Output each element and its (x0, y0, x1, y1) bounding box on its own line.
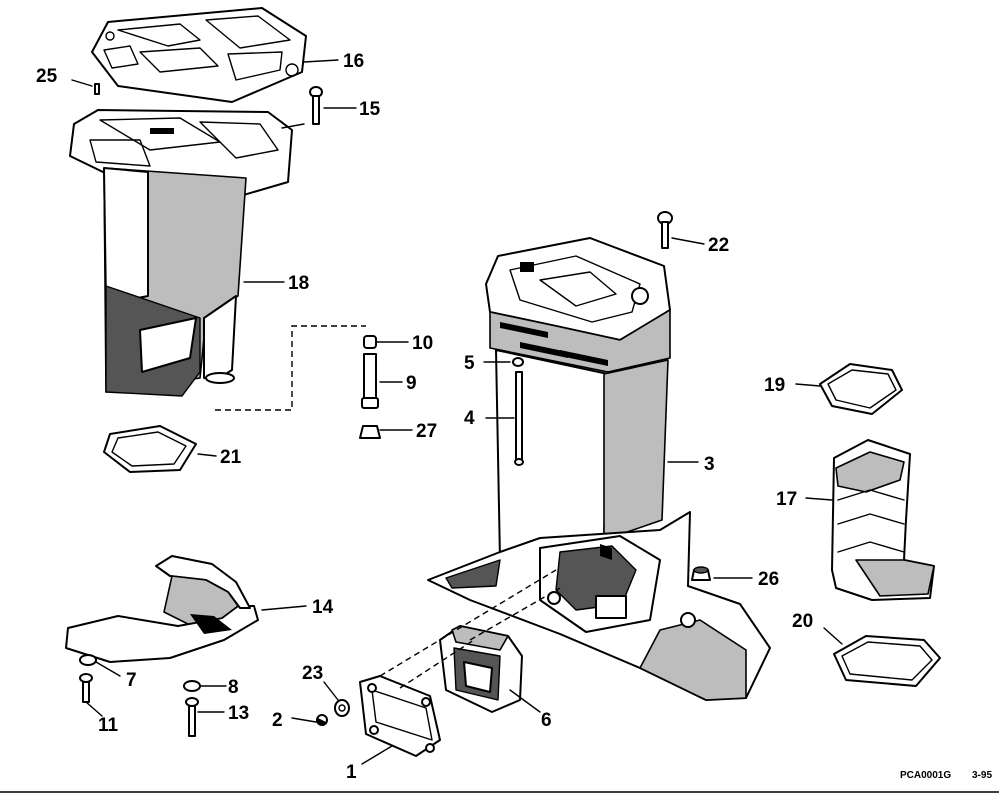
callout-16: 16 (343, 51, 364, 72)
part-5-washer (512, 357, 524, 367)
callout-6: 6 (541, 710, 552, 731)
part-19-gasket (819, 363, 903, 415)
assembly-guide-line (469, 587, 561, 641)
callout-14: 14 (312, 597, 334, 618)
part-25-dowel-pin (94, 83, 100, 95)
assembly-guide-line (379, 569, 557, 677)
part-27-grommet (359, 425, 381, 439)
part-26-plug (691, 566, 711, 581)
callout-2: 2 (272, 710, 283, 731)
part-4-stud (514, 371, 524, 466)
part-18-exhaust-housing (69, 109, 293, 397)
callout-11: 11 (98, 715, 119, 736)
callout-20: 20 (792, 611, 813, 632)
callout-13: 13 (228, 703, 249, 724)
callout-27: 27 (416, 421, 437, 442)
callout-22: 22 (708, 235, 729, 256)
part-15-bolt (309, 86, 323, 125)
callout-19: 19 (764, 375, 785, 396)
part-8-washer (183, 680, 201, 692)
callout-5: 5 (464, 353, 475, 374)
callout-9: 9 (406, 373, 417, 394)
callout-15: 15 (359, 99, 381, 120)
part-9-water-tube (361, 353, 379, 409)
part-2-screw (316, 714, 328, 726)
callout-8: 8 (228, 677, 239, 698)
callout-26: 26 (758, 569, 779, 590)
callout-18: 18 (288, 273, 309, 294)
diagram-code: PCA0001G (900, 770, 951, 781)
callout-labels: 16 25 15 18 10 9 27 21 22 5 4 3 26 19 17… (36, 51, 813, 783)
assembly-guide-line (215, 325, 366, 411)
part-23-washer (334, 699, 350, 717)
part-3-driveshaft-housing (427, 237, 771, 701)
part-11-bolt (79, 673, 93, 703)
part-6-adapter-block (439, 625, 523, 713)
callout-10: 10 (412, 333, 433, 354)
part-13-bolt (185, 697, 199, 737)
callout-1: 1 (346, 762, 357, 783)
leader-lines (71, 59, 843, 765)
callout-17: 17 (776, 489, 797, 510)
part-14-anti-ventilation-plate (65, 555, 259, 663)
part-7-washer (79, 654, 97, 666)
part-16-gasket (91, 7, 307, 103)
assembly-guide-line (399, 639, 475, 689)
part-22-bolt (657, 211, 673, 249)
diagram-date: 3-95 (972, 770, 992, 781)
callout-7: 7 (126, 670, 137, 691)
part-21-gasket (103, 425, 197, 473)
callout-4: 4 (464, 408, 475, 429)
callout-25: 25 (36, 66, 58, 87)
callout-23: 23 (302, 663, 323, 684)
part-10-cap (363, 335, 377, 349)
part-17-exhaust-boot (831, 439, 935, 601)
part-20-gasket (833, 635, 941, 687)
callout-3: 3 (704, 454, 715, 475)
callout-21: 21 (220, 447, 242, 468)
